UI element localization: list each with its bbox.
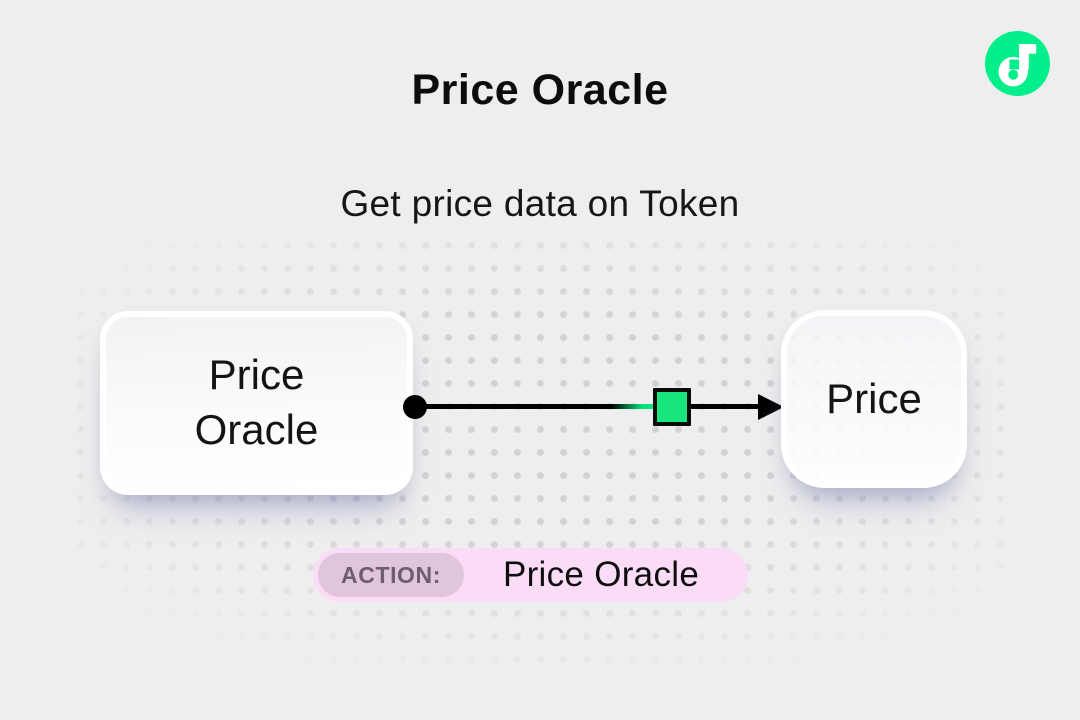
action-label-badge: ACTION: <box>318 553 465 597</box>
flow-logo-icon <box>985 31 1050 96</box>
node-price-label: Price <box>826 375 922 422</box>
page-subtitle: Get price data on Token <box>340 183 740 224</box>
action-value: Price Oracle <box>502 555 700 594</box>
action-pill: ACTION: Price Oracle <box>313 548 748 602</box>
page-title: Price Oracle <box>411 66 669 114</box>
node-price: Price <box>781 310 967 488</box>
connector-green-square-marker <box>653 388 691 426</box>
node-price-oracle-label: Price Oracle <box>194 351 319 453</box>
connector-arrowhead-icon <box>758 394 784 420</box>
connector-line <box>415 404 760 409</box>
connector-start-dot <box>403 395 427 419</box>
node-price-oracle: Price Oracle <box>100 311 413 495</box>
